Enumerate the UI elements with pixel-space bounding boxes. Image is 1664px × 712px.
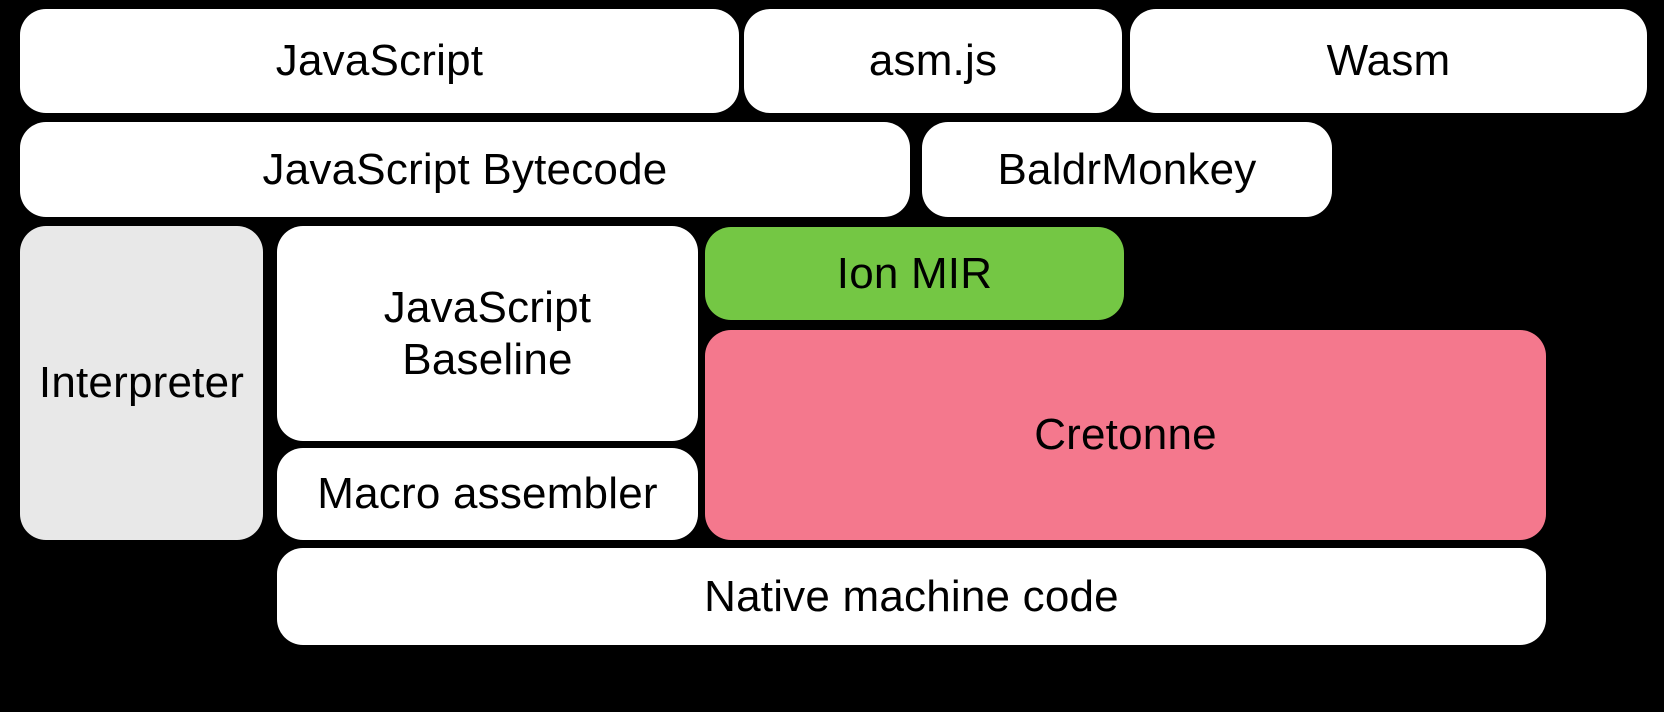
node-native-machine-code: Native machine code (277, 548, 1546, 645)
node-javascript: JavaScript (20, 9, 739, 113)
node-cretonne: Cretonne (705, 330, 1546, 540)
node-javascript-baseline: JavaScript Baseline (277, 226, 698, 441)
node-asm-js: asm.js (744, 9, 1122, 113)
node-interpreter: Interpreter (20, 226, 263, 540)
node-wasm: Wasm (1130, 9, 1647, 113)
node-macro-assembler: Macro assembler (277, 448, 698, 540)
node-ion-mir: Ion MIR (705, 227, 1124, 320)
node-javascript-bytecode: JavaScript Bytecode (20, 122, 910, 217)
node-baldrmonkey: BaldrMonkey (922, 122, 1332, 217)
